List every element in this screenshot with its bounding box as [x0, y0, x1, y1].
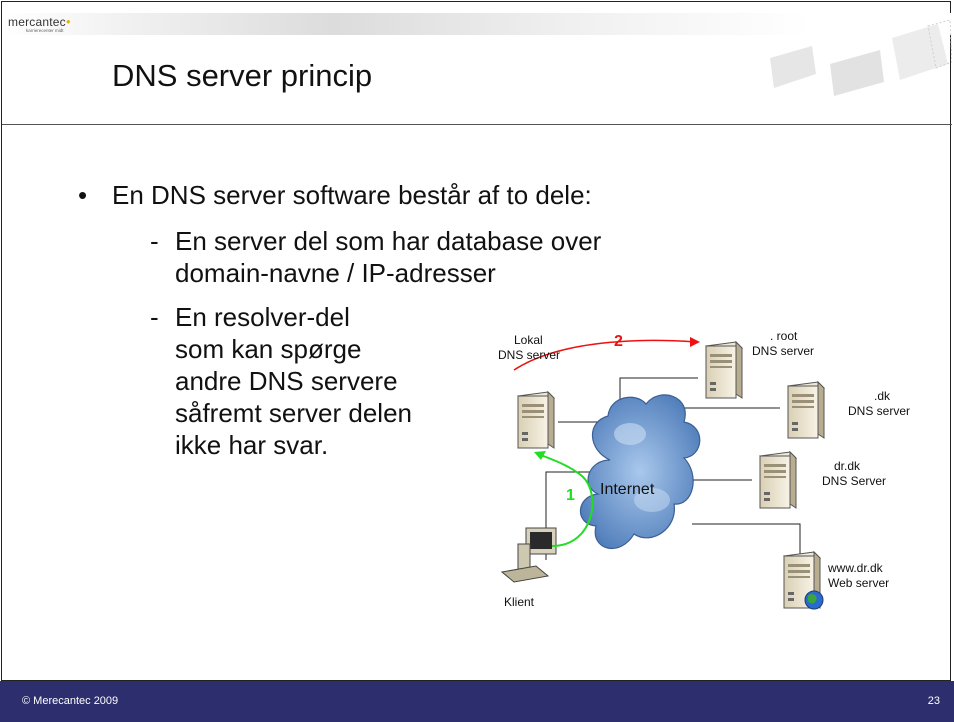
logo-dot-icon: ● [65, 17, 71, 26]
footer-copyright: © Merecantec 2009 [22, 695, 119, 707]
sub-item-line: En resolver-del [175, 302, 350, 332]
mercantec-logo: mercantec● karrierecenter midt [8, 16, 108, 36]
decorative-panels-icon [770, 19, 952, 96]
title-divider [2, 124, 952, 125]
internet-cloud-shape [579, 394, 701, 550]
step1-label: 1 [566, 487, 575, 504]
client-computer-icon [500, 527, 557, 583]
sub-item-dash: - [150, 302, 159, 332]
dk-server-icon [787, 381, 825, 439]
step2-arrow [513, 339, 697, 371]
sub-item-line: andre DNS servere [175, 366, 398, 396]
footer-page-number: 23 [927, 695, 940, 707]
header-bar [2, 13, 952, 35]
sub-item-line: såfremt server delen [175, 398, 412, 428]
sub-item-line: som kan spørge [175, 334, 362, 364]
sub-item-dash: - [150, 226, 159, 256]
step2-label: 2 [614, 333, 623, 350]
cloud-label: Internet [600, 481, 655, 498]
logo-subtext: karrierecenter midt [26, 28, 64, 33]
sub-item-line: En server del som har database over [175, 226, 602, 256]
sub-item-line: domain-navne / IP-adresser [175, 258, 496, 288]
sub-item-line: ikke har svar. [175, 430, 329, 460]
bullet-dot-icon: • [78, 180, 88, 210]
step1-arrow [537, 453, 594, 547]
bullet-text: En DNS server software består af to dele… [112, 180, 592, 210]
slide-title: DNS server princip [112, 58, 373, 93]
drdk-server-icon [759, 451, 797, 509]
slide-frame [1, 1, 951, 681]
logo-text: mercantec [8, 15, 66, 29]
local-server-icon [517, 391, 555, 449]
client-label: Klient [504, 595, 535, 609]
footer-bar: © Merecantec 2009 23 [0, 681, 954, 722]
root-server-icon [705, 341, 743, 399]
